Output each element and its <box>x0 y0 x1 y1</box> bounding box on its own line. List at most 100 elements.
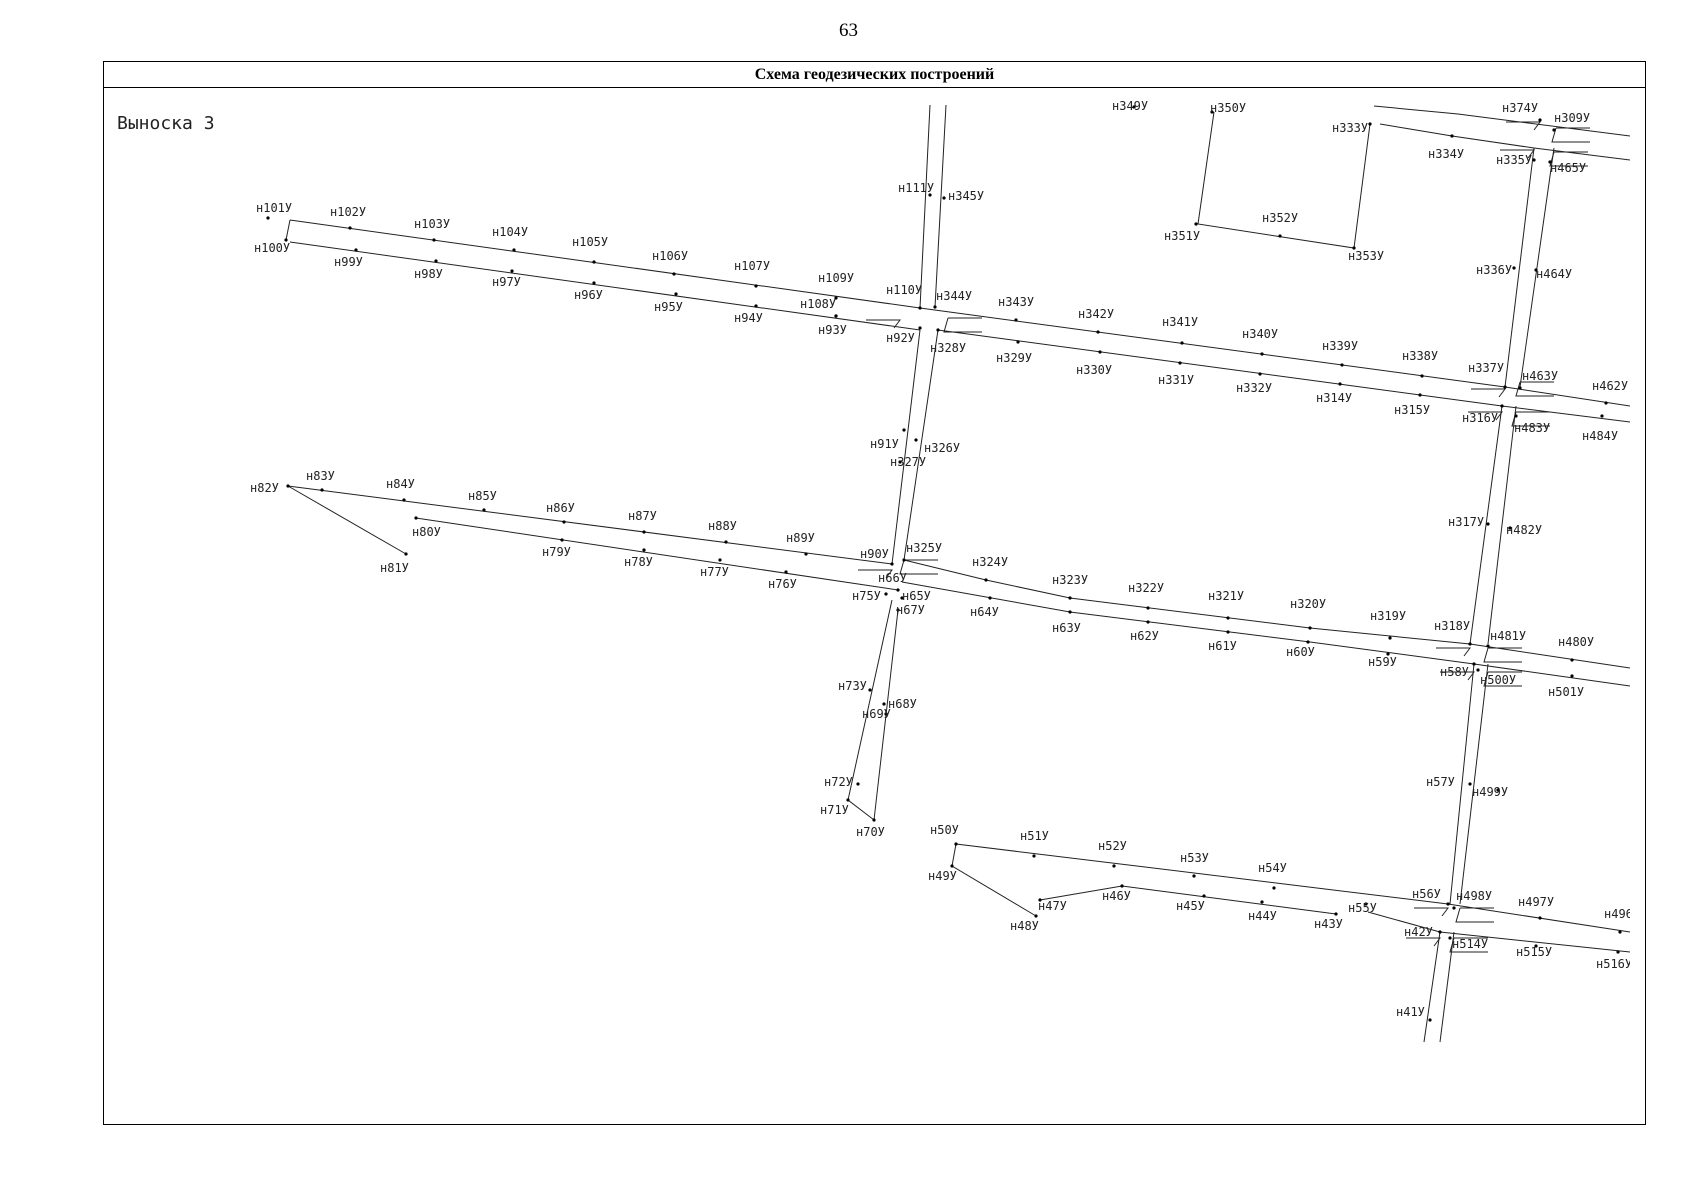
survey-points: н101Ун100Ун102Ун103Ун104Ун105Ун106Ун107У… <box>250 99 1640 1022</box>
survey-point-label: н335У <box>1496 153 1532 167</box>
survey-point-label: н59У <box>1368 655 1397 669</box>
survey-point-label: н496У <box>1604 907 1640 921</box>
survey-point-marker <box>928 193 932 197</box>
survey-point-label: н97У <box>492 275 521 289</box>
survey-point-label: н501У <box>1548 685 1584 699</box>
survey-point-marker <box>1146 606 1150 610</box>
survey-point-label: н84У <box>386 477 415 491</box>
survey-point-label: н497У <box>1518 895 1554 909</box>
marker-flag-10 <box>1440 671 1475 681</box>
marker-flag-18 <box>1506 121 1541 131</box>
survey-point-label: н316У <box>1462 411 1498 425</box>
traverse-line-10 <box>1373 105 1630 137</box>
survey-point-label: н61У <box>1208 639 1237 653</box>
survey-point-label: н465У <box>1550 161 1586 175</box>
survey-point-marker <box>884 592 888 596</box>
survey-point-label: н48У <box>1010 919 1039 933</box>
survey-point-marker <box>900 596 904 600</box>
survey-point-label: н498У <box>1456 889 1492 903</box>
survey-point-label: н516У <box>1596 957 1632 971</box>
survey-point-marker <box>1468 642 1472 646</box>
traverse-line-18 <box>415 517 899 591</box>
traverse-line-1 <box>289 241 921 331</box>
survey-point-marker <box>1500 404 1504 408</box>
survey-point-marker <box>1194 222 1198 226</box>
survey-point-label: н349У <box>1112 99 1148 113</box>
traverse-line-12 <box>1504 147 1535 388</box>
survey-point-label: н374У <box>1502 101 1538 115</box>
survey-point-marker <box>918 306 922 310</box>
survey-point-label: н103У <box>414 217 450 231</box>
survey-point-marker <box>1340 363 1344 367</box>
marker-flag-2 <box>1471 388 1506 398</box>
marker-flag-4 <box>1468 411 1503 421</box>
survey-point-marker <box>718 558 722 562</box>
traverse-lines <box>285 104 1630 1043</box>
survey-point-marker <box>266 216 270 220</box>
survey-point-label: н66У <box>878 571 907 585</box>
survey-point-label: н67У <box>896 603 925 617</box>
survey-point-label: н324У <box>972 555 1008 569</box>
survey-point-label: н93У <box>818 323 847 337</box>
survey-point-label: н319У <box>1370 609 1406 623</box>
survey-point-label: н328У <box>930 341 966 355</box>
survey-point-marker <box>1306 640 1310 644</box>
survey-point-marker <box>1258 372 1262 376</box>
survey-point-label: н56У <box>1412 887 1441 901</box>
traverse-line-6 <box>934 104 947 308</box>
survey-point-label: н54У <box>1258 861 1287 875</box>
survey-point-label: н514У <box>1452 937 1488 951</box>
survey-point-marker <box>1226 616 1230 620</box>
survey-point-label: н110У <box>886 283 922 297</box>
marker-flag-15 <box>1449 937 1488 953</box>
survey-point-label: н92У <box>886 331 915 345</box>
survey-point-marker <box>512 248 516 252</box>
survey-point-marker <box>984 578 988 582</box>
survey-point-label: н331У <box>1158 373 1194 387</box>
survey-point-label: н44У <box>1248 909 1277 923</box>
traverse-line-24 <box>955 843 1630 933</box>
survey-point-label: н80У <box>412 525 441 539</box>
survey-point-label: н55У <box>1348 901 1377 915</box>
survey-point-label: н76У <box>768 577 797 591</box>
survey-point-label: н65У <box>902 589 931 603</box>
survey-point-label: н351У <box>1164 229 1200 243</box>
traverse-line-16 <box>287 485 893 565</box>
survey-point-label: н86У <box>546 501 575 515</box>
survey-point-marker <box>754 304 758 308</box>
survey-point-label: н111У <box>898 181 934 195</box>
survey-point-marker <box>414 516 418 520</box>
marker-flag-13 <box>1455 907 1494 923</box>
survey-point-marker <box>1418 393 1422 397</box>
marker-flag-6 <box>858 569 893 579</box>
survey-point-marker <box>902 428 906 432</box>
survey-point-marker <box>784 570 788 574</box>
page-number: 63 <box>839 20 858 41</box>
survey-point-marker <box>1068 596 1072 600</box>
survey-point-label: н101У <box>256 201 292 215</box>
traverse-line-22 <box>1449 663 1475 905</box>
survey-point-label: н314У <box>1316 391 1352 405</box>
survey-point-label: н83У <box>306 469 335 483</box>
survey-point-marker <box>1468 782 1472 786</box>
survey-point-marker <box>1518 386 1522 390</box>
survey-point-marker <box>642 548 646 552</box>
survey-point-marker <box>1428 1018 1432 1022</box>
marker-flag-9 <box>1483 647 1522 663</box>
survey-point-label: н317У <box>1448 515 1484 529</box>
marker-flag-19 <box>1551 127 1590 143</box>
survey-point-label: н499У <box>1472 785 1508 799</box>
survey-point-label: н62У <box>1130 629 1159 643</box>
marker-flag-7 <box>899 559 938 575</box>
survey-point-marker <box>1476 668 1480 672</box>
survey-point-marker <box>1508 526 1512 530</box>
survey-point-marker <box>1534 944 1538 948</box>
traverse-line-9 <box>1197 111 1371 249</box>
survey-point-label: н107У <box>734 259 770 273</box>
survey-point-label: н72У <box>824 775 853 789</box>
marker-flag-3 <box>1515 381 1554 397</box>
survey-point-marker <box>286 484 290 488</box>
survey-point-label: н330У <box>1076 363 1112 377</box>
survey-point-label: н484У <box>1582 429 1618 443</box>
marker-flag-0 <box>866 319 901 329</box>
